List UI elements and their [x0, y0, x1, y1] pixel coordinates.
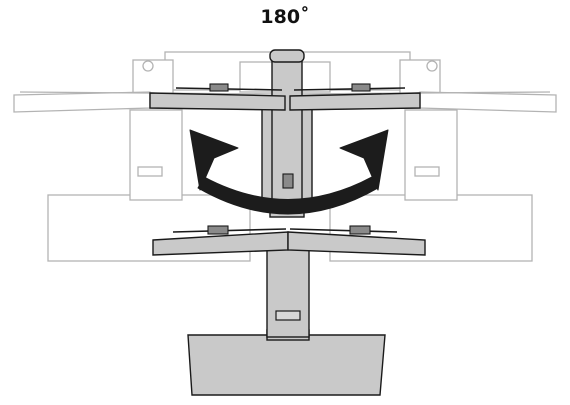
rotation-arrowhead-right: [339, 129, 389, 191]
ghost-arm-far-right: [419, 91, 557, 113]
ghost-right-badge: [414, 166, 440, 177]
lower-arm-right: [287, 231, 426, 256]
lower-clamp-left: [207, 225, 229, 235]
lower-clamp-right: [349, 225, 371, 235]
double-curved-arrow-icon: [189, 129, 389, 215]
ghost-top-knob-left: [142, 60, 154, 72]
lower-rail-left: [172, 228, 287, 233]
ghost-rail-right: [294, 91, 551, 95]
pole-cap: [269, 49, 305, 63]
lower-pole: [266, 244, 310, 338]
upper-arm-left: [149, 92, 286, 111]
desk-clamp-base: [187, 334, 386, 396]
rotation-angle-label: 180˚: [260, 6, 310, 28]
ghost-arm-far-left: [13, 91, 151, 113]
main-mount: [149, 49, 426, 396]
pole-label-plate: [275, 310, 301, 321]
ghost-rail-left: [19, 91, 276, 95]
upper-clamp-left: [209, 83, 229, 92]
lower-rail-right: [289, 228, 398, 233]
upper-rail-right: [293, 87, 406, 91]
ghost-right-monitor-upper: [404, 109, 458, 201]
ghost-top-knob-right: [426, 60, 438, 72]
upper-arm-right: [289, 92, 421, 111]
upper-rail-left: [175, 87, 283, 91]
upper-clamp-right: [351, 83, 371, 92]
ghost-left-monitor-upper: [129, 109, 183, 201]
ghost-left-badge: [137, 166, 163, 177]
pole-center-tab: [282, 173, 294, 189]
rotation-arrowhead-left: [189, 129, 239, 191]
